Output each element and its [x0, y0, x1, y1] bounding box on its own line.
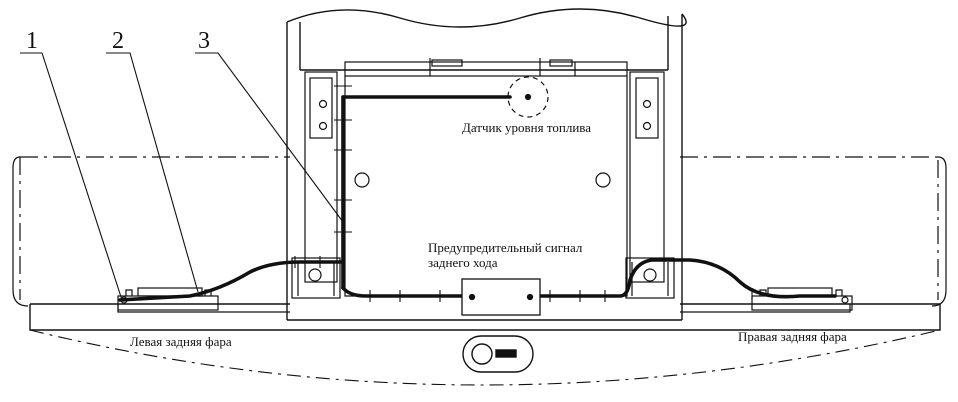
harness-clips [294, 85, 753, 302]
tank-hole-left [354, 172, 370, 188]
label-fuel-sensor: Датчик уровня топлива [462, 120, 591, 135]
left-bracket [291, 71, 341, 299]
bumper-panel [29, 303, 941, 386]
callout-1: 1 [26, 28, 38, 54]
left-tail-light [117, 287, 219, 311]
tow-hook [462, 335, 534, 373]
callout-3: 3 [198, 28, 210, 54]
fuel-sensor [507, 76, 549, 118]
callout-2: 2 [112, 28, 124, 54]
label-reverse-signal-2: заднего хода [428, 255, 498, 270]
tank-hole-right [595, 172, 611, 188]
label-right-tail-light: Правая задняя фара [738, 329, 847, 344]
label-reverse-signal-1: Предупредительный сигнал [428, 240, 583, 255]
fuel-tank [286, 8, 687, 321]
right-bracket [625, 71, 675, 299]
reverse-signal-box [461, 278, 541, 316]
label-left-tail-light: Левая задняя фара [130, 334, 232, 349]
left-side-frame [12, 156, 290, 313]
leader-lines [20, 52, 344, 301]
right-tail-light [751, 287, 853, 311]
right-side-frame [680, 156, 947, 313]
